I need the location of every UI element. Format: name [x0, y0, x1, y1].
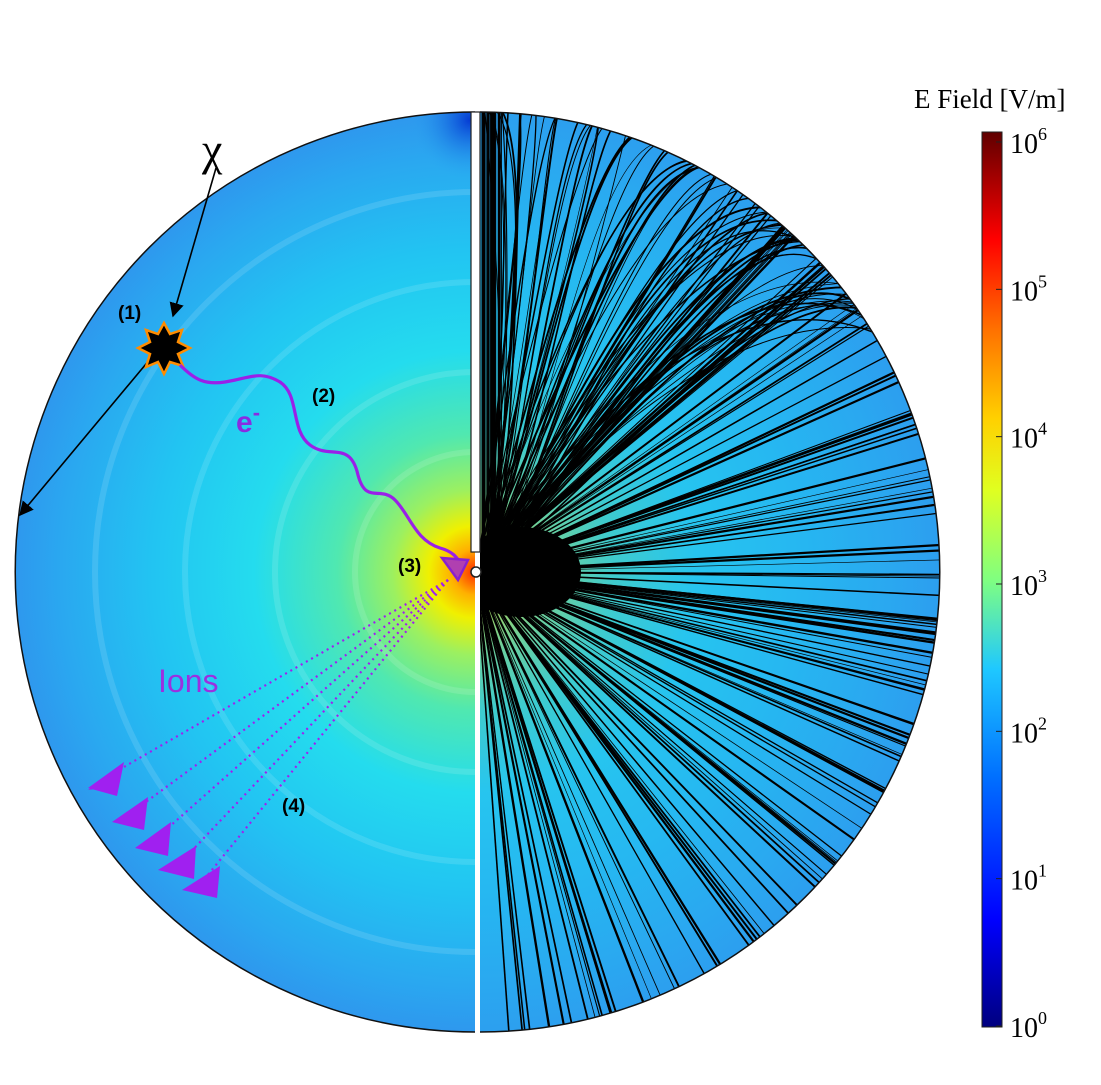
electron-label: e- — [236, 400, 260, 439]
colorbar-tick-label: 103 — [1010, 566, 1047, 602]
tick-base: 10 — [1010, 571, 1038, 602]
field-line — [480, 300, 860, 573]
colorbar-title: E Field [V/m] — [914, 84, 1065, 114]
particle-track — [19, 167, 217, 517]
sensor-rod — [470, 111, 481, 553]
detector-outline — [14, 111, 941, 1033]
electron-path — [178, 363, 464, 566]
field-line — [480, 571, 615, 1022]
colorbar-tick-label: 105 — [1010, 271, 1047, 307]
field-line — [480, 571, 794, 920]
field-line — [480, 571, 868, 833]
field-line — [480, 571, 723, 974]
field-line — [480, 571, 843, 868]
step-1-label: (1) — [118, 303, 141, 324]
field-line — [480, 571, 803, 912]
colorbar-tick-label: 104 — [1010, 419, 1047, 455]
field-line — [480, 571, 770, 940]
tick-exponent: 4 — [1038, 419, 1047, 439]
tick-base: 10 — [1010, 129, 1038, 160]
tick-base: 10 — [1010, 866, 1038, 897]
field-line — [480, 571, 760, 949]
ion-arrowheads — [88, 762, 220, 898]
tick-exponent: 6 — [1038, 124, 1047, 144]
field-line — [480, 571, 511, 1032]
step-4-label: (4) — [282, 796, 305, 817]
field-line — [480, 571, 552, 1032]
field-line — [480, 571, 826, 889]
field-line — [480, 571, 567, 1032]
field-line — [480, 571, 524, 1032]
colorbar-tick-label: 101 — [1010, 861, 1047, 897]
avalanche-icon — [439, 556, 470, 583]
step-2-label: (2) — [312, 386, 335, 407]
field-line — [480, 571, 575, 1032]
colorbar-tick-label: 106 — [1010, 124, 1047, 160]
interaction-burst-icon — [135, 320, 193, 377]
sensor-anode — [470, 566, 482, 578]
field-line — [480, 571, 822, 893]
field-line — [480, 571, 598, 1027]
tick-exponent: 0 — [1038, 1008, 1047, 1028]
field-line — [480, 571, 848, 861]
colorbar-scale — [981, 131, 1003, 1028]
colorbar-tick-label: 100 — [1010, 1008, 1047, 1044]
field-lines-half — [480, 112, 940, 1032]
tick-base: 10 — [1010, 276, 1038, 307]
tick-exponent: 3 — [1038, 566, 1047, 586]
field-line — [480, 571, 841, 871]
field-line — [480, 571, 861, 845]
ions-label: Ions — [158, 663, 218, 699]
field-line — [480, 288, 853, 573]
field-line — [480, 571, 709, 981]
tick-exponent: 1 — [1038, 861, 1047, 881]
field-line — [480, 304, 863, 573]
tick-base: 10 — [1010, 718, 1038, 749]
ion-paths — [109, 579, 449, 877]
field-line — [480, 571, 655, 1007]
field-line — [480, 571, 591, 1029]
field-magnitude-half — [15, 112, 475, 1032]
field-line — [480, 571, 532, 1032]
electron-charge: - — [253, 400, 260, 425]
field-line — [480, 571, 606, 1025]
colorbar-tick-label: 102 — [1010, 713, 1047, 749]
field-line — [480, 571, 780, 932]
field-line — [480, 571, 829, 884]
field-line-core — [480, 527, 581, 617]
field-line — [480, 571, 664, 1004]
field-line — [480, 305, 865, 573]
field-line — [480, 571, 648, 1011]
electron-symbol: e — [236, 406, 253, 439]
field-line — [480, 571, 684, 995]
tick-base: 10 — [1010, 1013, 1038, 1044]
tick-exponent: 5 — [1038, 271, 1047, 291]
particle-label: χ — [201, 124, 223, 175]
tick-base: 10 — [1010, 424, 1038, 455]
field-line — [480, 311, 868, 573]
field-line — [480, 571, 833, 880]
step-3-label: (3) — [398, 556, 421, 577]
tick-exponent: 2 — [1038, 713, 1047, 733]
